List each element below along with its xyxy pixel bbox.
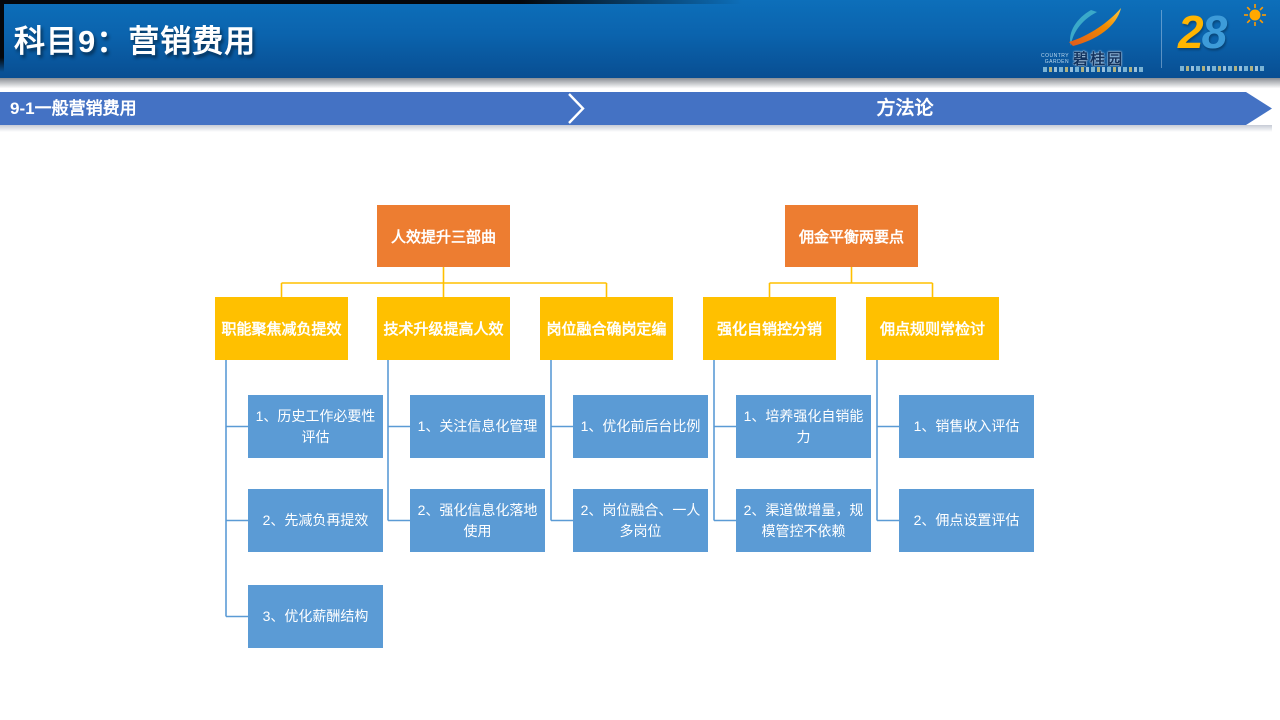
org-branch: 强化自销控分销: [703, 297, 836, 360]
org-leaf: 1、优化前后台比例: [573, 395, 708, 458]
org-leaf-label: 1、培养强化自销能力: [743, 407, 864, 445]
org-leaf-label: 2、强化信息化落地使用: [417, 501, 538, 539]
banner-shadow: [0, 125, 1272, 132]
org-leaf-label: 2、岗位融合、一人多岗位: [580, 501, 701, 539]
digit-2: 2: [1178, 6, 1204, 58]
sun-icon: [1244, 4, 1266, 26]
org-root: 人效提升三部曲: [377, 205, 510, 267]
org-branch: 职能聚焦减负提效: [215, 297, 348, 360]
org-leaf-label: 1、关注信息化管理: [417, 418, 538, 434]
country-garden-swoosh-icon: [1069, 8, 1121, 46]
country-garden-en-label: COUNTRY GARDEN: [1041, 53, 1069, 65]
country-garden-logo: COUNTRY GARDEN 碧桂园: [1033, 4, 1155, 76]
org-leaf-label: 1、优化前后台比例: [580, 418, 701, 434]
org-leaf: 1、关注信息化管理: [410, 395, 545, 458]
org-leaf: 2、岗位融合、一人多岗位: [573, 489, 708, 552]
org-leaf: 1、培养强化自销能力: [736, 395, 871, 458]
org-branch-label: 佣点规则常检讨: [879, 321, 985, 338]
anniversary-28-logo: 28: [1172, 4, 1272, 76]
org-branch-label: 强化自销控分销: [716, 321, 822, 338]
anniversary-slogan-strip: [1180, 66, 1264, 71]
org-leaf-label: 1、历史工作必要性评估: [255, 407, 376, 445]
org-leaf-label: 3、优化薪酬结构: [262, 608, 369, 624]
org-leaf: 3、优化薪酬结构: [248, 585, 383, 648]
org-leaf: 2、渠道做增量，规模管控不依赖: [736, 489, 871, 552]
org-leaf: 2、先减负再提效: [248, 489, 383, 552]
methodology-label: 方法论: [876, 98, 934, 119]
org-leaf: 1、销售收入评估: [899, 395, 1034, 458]
section-banner: 9-1一般营销费用 方法论: [0, 92, 1272, 125]
page-title: 科目9：营销费用: [14, 24, 257, 59]
org-root: 佣金平衡两要点: [785, 205, 918, 267]
header-shadow: [0, 78, 1280, 92]
org-leaf: 2、佣点设置评估: [899, 489, 1034, 552]
org-branch-label: 技术升级提高人效: [383, 321, 504, 338]
digit-8: 8: [1201, 6, 1228, 58]
org-branch: 技术升级提高人效: [377, 297, 510, 360]
country-garden-slogan-strip: [1043, 67, 1143, 72]
country-garden-cn-label: 碧桂园: [1073, 51, 1125, 68]
org-leaf-label: 1、销售收入评估: [913, 418, 1020, 434]
chevron-separator-icon: [566, 92, 588, 125]
org-root-label: 人效提升三部曲: [390, 228, 496, 246]
org-leaf-label: 2、先减负再提效: [262, 512, 369, 528]
anniversary-digits: 28: [1178, 6, 1228, 58]
org-branch: 岗位融合确岗定编: [540, 297, 673, 360]
org-root-label: 佣金平衡两要点: [798, 228, 904, 246]
logo-divider: [1161, 10, 1162, 68]
cg-en-line2: GARDEN: [1044, 58, 1070, 65]
org-leaf: 1、历史工作必要性评估: [248, 395, 383, 458]
org-branch-label: 岗位融合确岗定编: [546, 321, 667, 338]
section-label: 9-1一般营销费用: [10, 99, 137, 118]
org-leaf-label: 2、佣点设置评估: [913, 512, 1020, 528]
org-branch: 佣点规则常检讨: [866, 297, 999, 360]
org-leaf-label: 2、渠道做增量，规模管控不依赖: [743, 501, 864, 539]
cg-en-line1: COUNTRY: [1041, 52, 1070, 59]
org-leaf: 2、强化信息化落地使用: [410, 489, 545, 552]
org-branch-label: 职能聚焦减负提效: [221, 321, 342, 338]
slide-header: 科目9：营销费用 COUNTRY GARDEN: [0, 0, 1280, 78]
logo-area: COUNTRY GARDEN 碧桂园 28: [1033, 4, 1272, 76]
